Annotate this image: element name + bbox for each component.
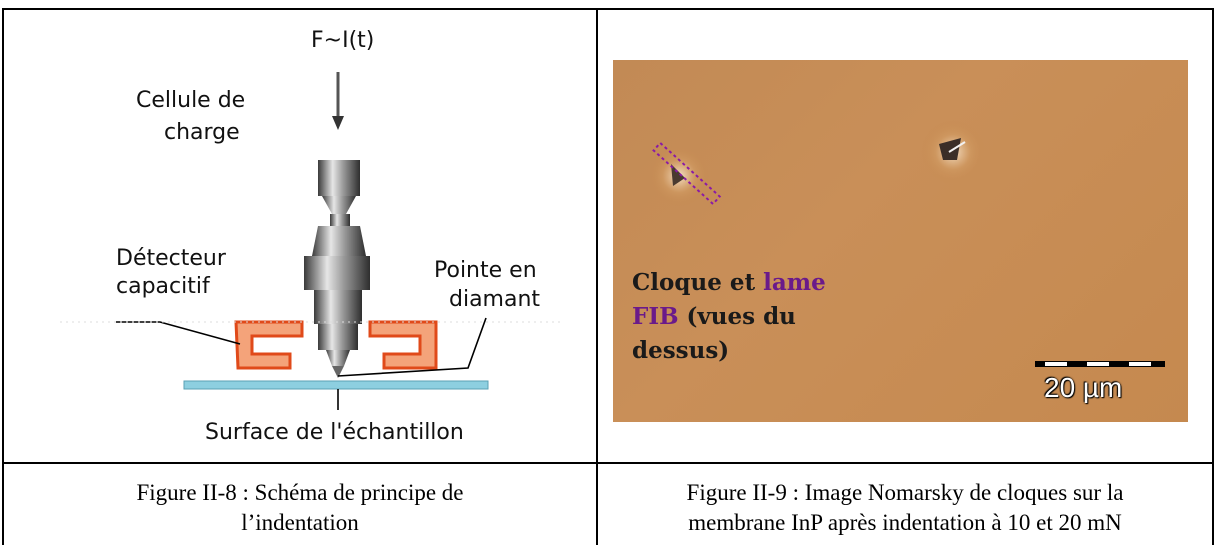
sample-surface-bar <box>183 380 489 390</box>
sample-surface-label: Surface de l'échantillon <box>205 420 464 445</box>
capacitive-plates <box>234 320 438 370</box>
annotation-view: (vues du <box>678 303 796 330</box>
annotation-lame: lame <box>763 269 826 296</box>
indenter-drawing <box>60 72 560 410</box>
blister-10mn <box>649 141 722 206</box>
table-border-top <box>2 8 1214 10</box>
caption-right: Figure II-9 : Image Nomarsky de cloques … <box>598 478 1212 538</box>
leader-lines <box>116 317 487 410</box>
caption-left: Figure II-8 : Schéma de principe de l’in… <box>4 478 596 538</box>
caption-left-line2: l’indentation <box>241 510 359 535</box>
annotation-view-end: dessus) <box>632 337 730 364</box>
caption-right-line2: membrane InP après indentation à 10 et 2… <box>688 510 1122 535</box>
table-border-right <box>1212 8 1214 545</box>
scale-bar <box>1035 361 1165 367</box>
capacitive-detector-label-line2: capacitif <box>116 274 210 299</box>
capacitive-detector-label-line1: Détecteur <box>116 246 226 271</box>
force-label: F~I(t) <box>311 28 375 53</box>
load-cell-label-line2: charge <box>164 120 240 145</box>
load-cell-label-line1: Cellule de <box>136 88 246 113</box>
caption-right-line1: Figure II-9 : Image Nomarsky de cloques … <box>686 480 1124 505</box>
diamond-tip-label-line1: Pointe en <box>434 258 537 283</box>
force-arrow <box>332 72 344 130</box>
scale-bar-label: 20 µm <box>1044 372 1123 403</box>
indenter-column <box>304 160 370 378</box>
annotation-blister: Cloque et <box>632 269 764 296</box>
blister-marks <box>649 120 1165 367</box>
table-divider-vertical <box>596 8 598 545</box>
table-border-left <box>2 8 4 545</box>
caption-left-line1: Figure II-8 : Schéma de principe de <box>136 480 464 505</box>
annotation-fib: FIB <box>632 303 679 330</box>
diamond-tip-label-line2: diamant <box>449 287 541 312</box>
blister-20mn <box>921 120 985 184</box>
photo-annotation: Cloque et lame FIB (vues du dessus) <box>632 266 826 368</box>
nomarski-image: Cloque et lame FIB (vues du dessus) 20 µ… <box>613 60 1188 422</box>
table-divider-horizontal <box>2 462 1214 464</box>
